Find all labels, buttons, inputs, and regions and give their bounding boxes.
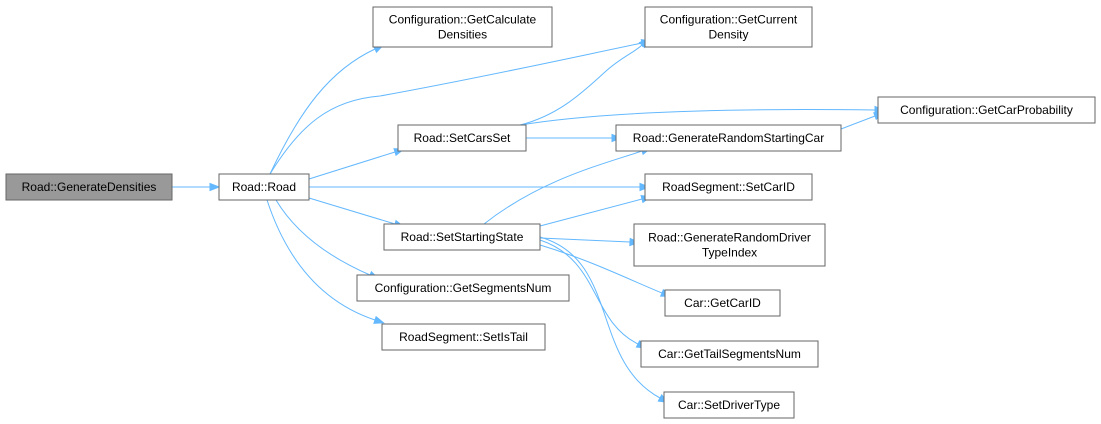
node-seg-set-is-tail[interactable]: RoadSegment::SetIsTail (381, 323, 546, 351)
node-label: RoadSegment::SetIsTail (399, 330, 528, 344)
node-road-ctor[interactable]: Road::Road (218, 173, 310, 201)
edge-line (539, 237, 631, 243)
node-label: Configuration::GetCurrent (660, 13, 798, 27)
edge-line (483, 150, 643, 225)
edge-line (539, 198, 643, 227)
node-label: Road::Road (232, 180, 296, 194)
edge-gen_rand_car-to-cfg_car_prob (840, 112, 885, 130)
edge-line (266, 199, 376, 321)
edge-line (269, 42, 643, 175)
edge-set_cars_set-to-gen_rand_car (526, 133, 623, 143)
edge-road_ctor-to-seg_set_is_tail (266, 199, 385, 324)
node-cfg-segments-num[interactable]: Configuration::GetSegmentsNum (356, 274, 570, 302)
node-label: Car::GetCarID (684, 296, 761, 310)
edge-line (308, 151, 396, 180)
node-label: TypeIndex (702, 246, 757, 260)
edge-road_ctor-to-set_starting_state (308, 197, 405, 228)
node-label: Configuration::GetSegmentsNum (375, 281, 552, 295)
node-box (615, 124, 842, 152)
edges-layer (172, 37, 886, 403)
node-cfg-car-prob[interactable]: Configuration::GetCarProbability (877, 96, 1096, 124)
edge-line (539, 239, 639, 345)
edge-set_cars_set-to-cfg_car_prob (519, 105, 886, 126)
node-label: Densities (438, 28, 487, 42)
node-box (383, 223, 541, 251)
node-box (5, 173, 173, 201)
node-label: RoadSegment::SetCarID (662, 180, 795, 194)
node-label: Road::GenerateRandomStartingCar (633, 131, 824, 145)
arrowhead (209, 182, 221, 192)
node-car-set-driver[interactable]: Car::SetDriverType (663, 391, 795, 419)
edge-gen_densities-to-road_ctor (172, 182, 221, 192)
node-box (644, 6, 813, 48)
edge-line (519, 44, 643, 126)
edge-set_starting_state-to-gen_rand_car (483, 147, 652, 225)
edge-road_ctor-to-set_cars_set (308, 148, 405, 180)
node-label: Road::SetStartingState (401, 230, 524, 244)
node-box (381, 323, 546, 351)
node-label: Car::SetDriverType (678, 398, 780, 412)
edge-line (308, 197, 396, 225)
node-gen-rand-car[interactable]: Road::GenerateRandomStartingCar (615, 124, 842, 152)
edge-road_ctor-to-cfg_calc (269, 44, 385, 175)
node-box (218, 173, 310, 201)
edge-set_starting_state-to-gen_rand_driver (539, 237, 641, 247)
node-label: Road::SetCarsSet (414, 131, 511, 145)
node-box (397, 124, 527, 152)
edge-line (539, 244, 663, 294)
node-box (644, 173, 813, 201)
edge-line (269, 48, 376, 175)
edge-road_ctor-to-cfg_segments_num (275, 199, 380, 280)
node-gen-densities[interactable]: Road::GenerateDensities (5, 173, 173, 201)
node-label: Car::GetTailSegmentsNum (658, 347, 801, 361)
edge-line (840, 115, 876, 130)
node-seg-set-car-id[interactable]: RoadSegment::SetCarID (644, 173, 813, 201)
node-label: Configuration::GetCalculate (389, 13, 537, 27)
node-label: Road::GenerateRandomDriver (648, 231, 811, 245)
node-label: Configuration::GetCarProbability (900, 103, 1073, 117)
edge-line (275, 199, 371, 276)
node-car-tail-num[interactable]: Car::GetTailSegmentsNum (640, 340, 819, 368)
node-set-cars-set[interactable]: Road::SetCarsSet (397, 124, 527, 152)
edge-line (539, 236, 661, 399)
node-car-get-id[interactable]: Car::GetCarID (664, 289, 781, 317)
edge-road_ctor-to-cfg_current (269, 38, 653, 175)
node-box (663, 391, 795, 419)
edge-road_ctor-to-seg_set_car_id (309, 182, 651, 192)
node-box (877, 96, 1096, 124)
edge-set_cars_set-to-cfg_current (519, 37, 650, 126)
node-label: Density (708, 28, 748, 42)
edge-set_starting_state-to-seg_set_car_id (539, 195, 653, 227)
node-label: Road::GenerateDensities (22, 180, 157, 194)
node-box (640, 340, 819, 368)
arrowhead (373, 315, 385, 324)
node-box (372, 6, 553, 48)
node-box (664, 289, 781, 317)
node-box (356, 274, 570, 302)
node-set-starting-state[interactable]: Road::SetStartingState (383, 223, 541, 251)
edge-line (519, 109, 876, 126)
node-box (633, 223, 826, 267)
